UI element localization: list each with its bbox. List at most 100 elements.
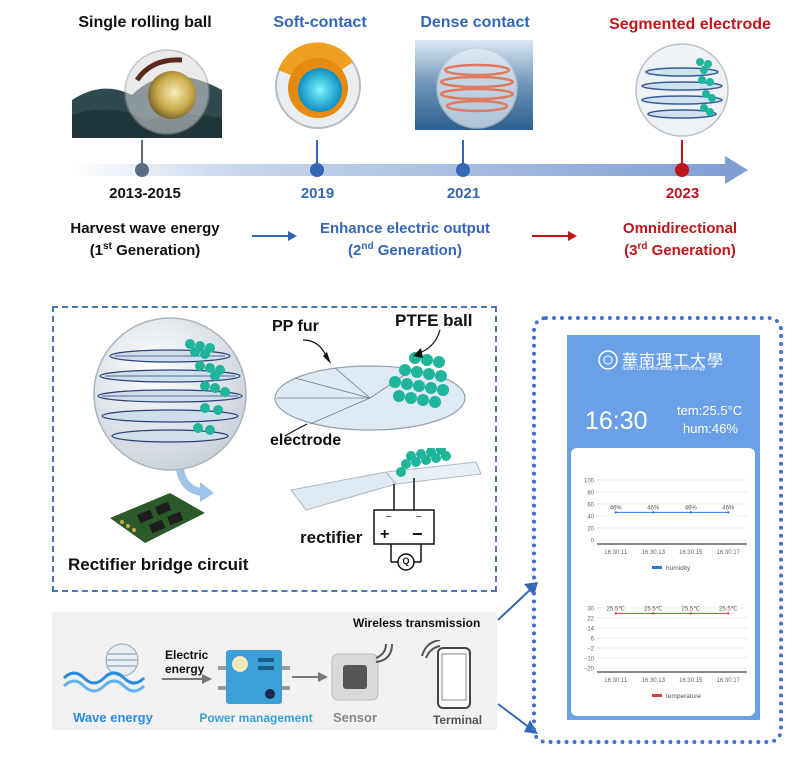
wireless-transmission-label: Wireless transmission (353, 616, 481, 630)
timeline-year-4: 2023 (665, 185, 700, 202)
sensor-charts-card: 100 80 60 40 20 0 16:30:11 16:30:13 16:30:15 16:3… (571, 448, 755, 716)
structure-panel (52, 306, 497, 592)
x-tick-label: 16:30:13 (642, 678, 666, 684)
timeline-marker-1 (135, 140, 149, 177)
x-tick-label: 16:30:11 (604, 678, 628, 684)
power-management-label: Power management (199, 711, 313, 725)
y-tick-label: 0 (591, 539, 595, 545)
timeline-title-1: Single rolling ball (78, 14, 212, 31)
humidity-readout: hum:46% (683, 421, 738, 436)
clock-time: 16:30 (585, 407, 648, 435)
soft-contact-image (275, 42, 361, 129)
timeline-marker-4 (675, 140, 689, 177)
data-label: 25.5℃ (607, 606, 626, 612)
data-label: 46% (647, 505, 660, 511)
sensor-signal-icon (375, 643, 393, 663)
rectifier-schematic: ~ ~ (290, 448, 482, 571)
timeline-title-2: Soft-contact (273, 14, 367, 31)
arrow-to-power-management (162, 674, 212, 684)
generation-3-line1: Omnidirectional (622, 220, 738, 237)
timeline-title-4: Segmented electrode (609, 16, 771, 33)
humidity-chart: 100 80 60 40 20 0 16:30:11 16:30:13 16:30:15 16:3… (584, 479, 747, 572)
rectifier-bridge-circuit-image (110, 493, 205, 543)
svg-text:~: ~ (416, 512, 422, 523)
terminal-phone-icon (421, 640, 471, 709)
generation-1-line1: Harvest wave energy (70, 220, 220, 237)
data-label: 25.5℃ (644, 606, 663, 612)
arrow-gen2-to-gen3 (532, 231, 577, 241)
temperature-data-point (614, 612, 617, 615)
university-logo-icon (598, 350, 618, 370)
wave-energy-label: Wave energy (73, 710, 153, 725)
generation-3-line2: (3rd Generation) (624, 241, 736, 259)
university-name-cn: 華南理工大學 (622, 351, 725, 370)
humidity-data-point (727, 511, 730, 514)
y-tick-label: 22 (587, 617, 594, 623)
legend-swatch (652, 566, 662, 569)
x-tick-label: 16:30:17 (717, 678, 741, 684)
terminal-label: Terminal (432, 713, 483, 727)
rectifier-minus: − (412, 524, 423, 544)
generation-1-label: Harvest wave energy (1st Generation) (40, 220, 250, 260)
sensor-label: Sensor (332, 710, 378, 725)
wave-energy-icon (62, 643, 146, 693)
humidity-data-point (652, 511, 655, 514)
data-label: 25.5℃ (682, 606, 701, 612)
temperature-data-point (727, 612, 730, 615)
timeline-year-2: 2019 (300, 185, 335, 202)
timeline-title-3: Dense contact (420, 14, 530, 31)
humidity-data-point (689, 511, 692, 514)
segmented-ball-illustration (93, 317, 247, 471)
university-name-en: South China University of Technology (622, 366, 706, 372)
arrow-to-sensor (292, 672, 328, 682)
ptfe-ball-label: PTFE ball (395, 311, 473, 330)
y-tick-label: 80 (587, 491, 594, 497)
svg-text:~: ~ (386, 512, 392, 523)
electrode-disk-illustration (274, 329, 466, 437)
y-tick-label: 60 (587, 503, 594, 509)
pp-fur-label: PP fur (272, 318, 319, 335)
electric-energy-line2: energy (165, 662, 205, 676)
arrow-gen1-to-gen2 (252, 231, 297, 241)
y-tick-label: −2 (587, 647, 595, 653)
generation-3-label: Omnidirectional (3rd Generation) (590, 220, 770, 260)
generation-1-line2: (1st Generation) (89, 241, 201, 259)
timeline-arrow (70, 156, 748, 184)
x-tick-label: 16:30:15 (679, 678, 703, 684)
legend-label: temperature (666, 693, 701, 700)
x-tick-label: 16:30:11 (604, 550, 628, 556)
y-tick-label: 100 (584, 479, 595, 485)
y-tick-label: −10 (584, 657, 595, 663)
electric-energy-line1: Electric (165, 648, 209, 662)
data-label: 46% (722, 505, 735, 511)
generation-2-line1: Enhance electric output (319, 220, 491, 237)
generation-2-line2: (2nd Generation) (348, 241, 462, 259)
timeline-year-3: 2021 (446, 185, 481, 202)
x-tick-label: 16:30:15 (679, 550, 703, 556)
y-tick-label: −20 (584, 667, 595, 673)
timeline-marker-2 (310, 140, 324, 177)
electrode-label: electrode (270, 432, 342, 449)
single-rolling-ball-image (72, 40, 222, 138)
data-label: 46% (685, 505, 698, 511)
rectifier-bridge-circuit-label: Rectifier bridge circuit (68, 555, 249, 574)
x-tick-label: 16:30:13 (642, 550, 666, 556)
timeline-year-1: 2013-2015 (109, 185, 181, 202)
x-tick-label: 16:30:17 (717, 550, 741, 556)
generation-2-label: Enhance electric output (2nd Generation) (295, 220, 515, 260)
temperature-data-point (652, 612, 655, 615)
power-management-icon (218, 650, 290, 704)
electric-energy-label: Electric energy (165, 648, 208, 676)
phone-app-panel (532, 316, 783, 744)
meter-label: Q (402, 556, 410, 566)
temperature-data-point (689, 612, 692, 615)
y-tick-label: 40 (587, 515, 594, 521)
rectifier-label: rectifier (300, 528, 363, 547)
y-tick-label: 20 (587, 527, 594, 533)
legend-label: humidity (666, 565, 691, 572)
data-label: 46% (610, 505, 623, 511)
timeline-marker-3 (456, 140, 470, 177)
temperature-readout: tem:25.5°C (677, 403, 743, 418)
data-label: 25.5℃ (719, 606, 738, 612)
